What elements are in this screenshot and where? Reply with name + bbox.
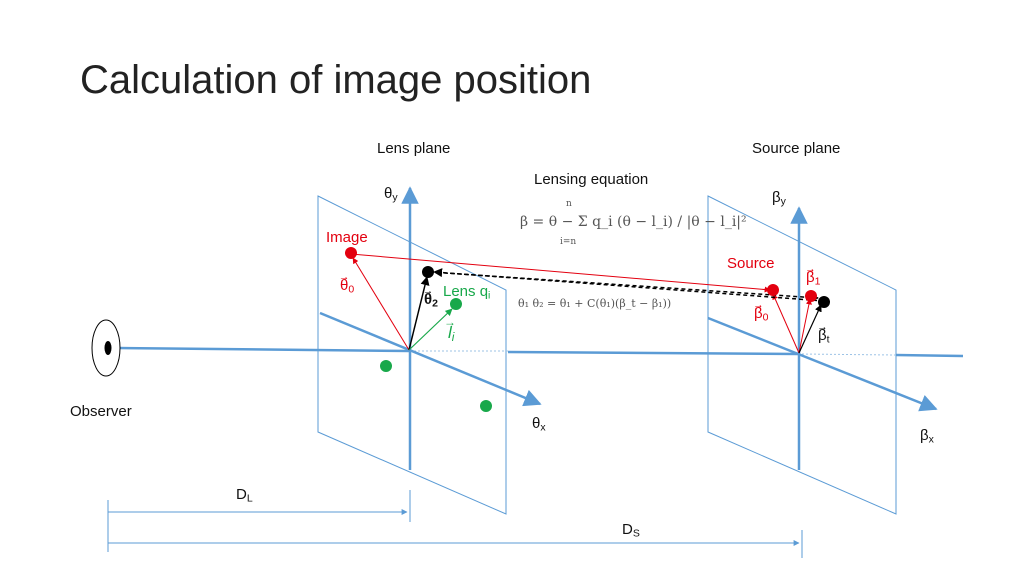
beta-t-vector	[798, 304, 822, 354]
iteration-ray-1	[433, 268, 825, 302]
source-label: Source	[727, 255, 775, 272]
beta1-vector	[798, 298, 812, 354]
optical-axis-dotted-2	[797, 353, 897, 356]
theta0-label: θ0	[340, 278, 354, 295]
lens-equation-sum-lower: i=n	[560, 237, 577, 247]
source-plane-label: Source plane	[752, 140, 841, 157]
theta2-label: θ2	[424, 292, 438, 309]
lens-point-2	[380, 360, 392, 372]
beta-y-label: βy	[772, 189, 786, 208]
source-point	[767, 284, 779, 296]
lens-equation-sum-upper: n	[566, 199, 572, 209]
theta-x-label: θx	[532, 415, 546, 434]
dl-label: DL	[236, 486, 253, 505]
beta-x-label: βx	[920, 427, 934, 446]
lens-q-label: Lens qi	[443, 283, 491, 302]
slide-title: Calculation of image position	[80, 58, 592, 102]
beta1-label: β1	[806, 270, 820, 287]
beta-t-label: βt	[818, 328, 830, 345]
lens-equation: β = θ − Σ q_i (θ − l_i) / |θ − l_i|²	[520, 214, 747, 230]
beta-t-point	[818, 296, 830, 308]
observer-pupil-icon	[104, 341, 112, 355]
theta2-point	[422, 266, 434, 278]
ds-label: DS	[622, 521, 640, 540]
beta0-label: β0	[754, 306, 768, 323]
lens-point-3	[480, 400, 492, 412]
theta-y-label: θy	[384, 185, 398, 204]
lensing-equation-label: Lensing equation	[534, 171, 649, 188]
image-label: Image	[326, 229, 368, 246]
image-to-source-ray	[350, 253, 771, 293]
lens-point-1	[450, 298, 462, 310]
iteration-equation: θ₁ θ₂ = θ₁ + C(θ₁)(β_t − β₁))	[518, 297, 672, 310]
optical-axis-middle	[507, 350, 799, 356]
observer-label: Observer	[70, 403, 132, 420]
image-point	[345, 247, 357, 259]
beta1-point	[805, 290, 817, 302]
beta0-vector	[772, 293, 800, 354]
source-diagonal-axis	[707, 316, 938, 412]
optical-axis-right	[895, 353, 964, 358]
iteration-ray-2	[429, 271, 819, 302]
lens-diagonal-axis	[319, 311, 542, 407]
l-vector-label: li	[448, 324, 454, 344]
optical-axis-left	[117, 346, 411, 353]
theta0-vector	[352, 257, 410, 351]
lens-plane-label: Lens plane	[377, 140, 451, 157]
lens-plane-quad	[317, 195, 507, 515]
